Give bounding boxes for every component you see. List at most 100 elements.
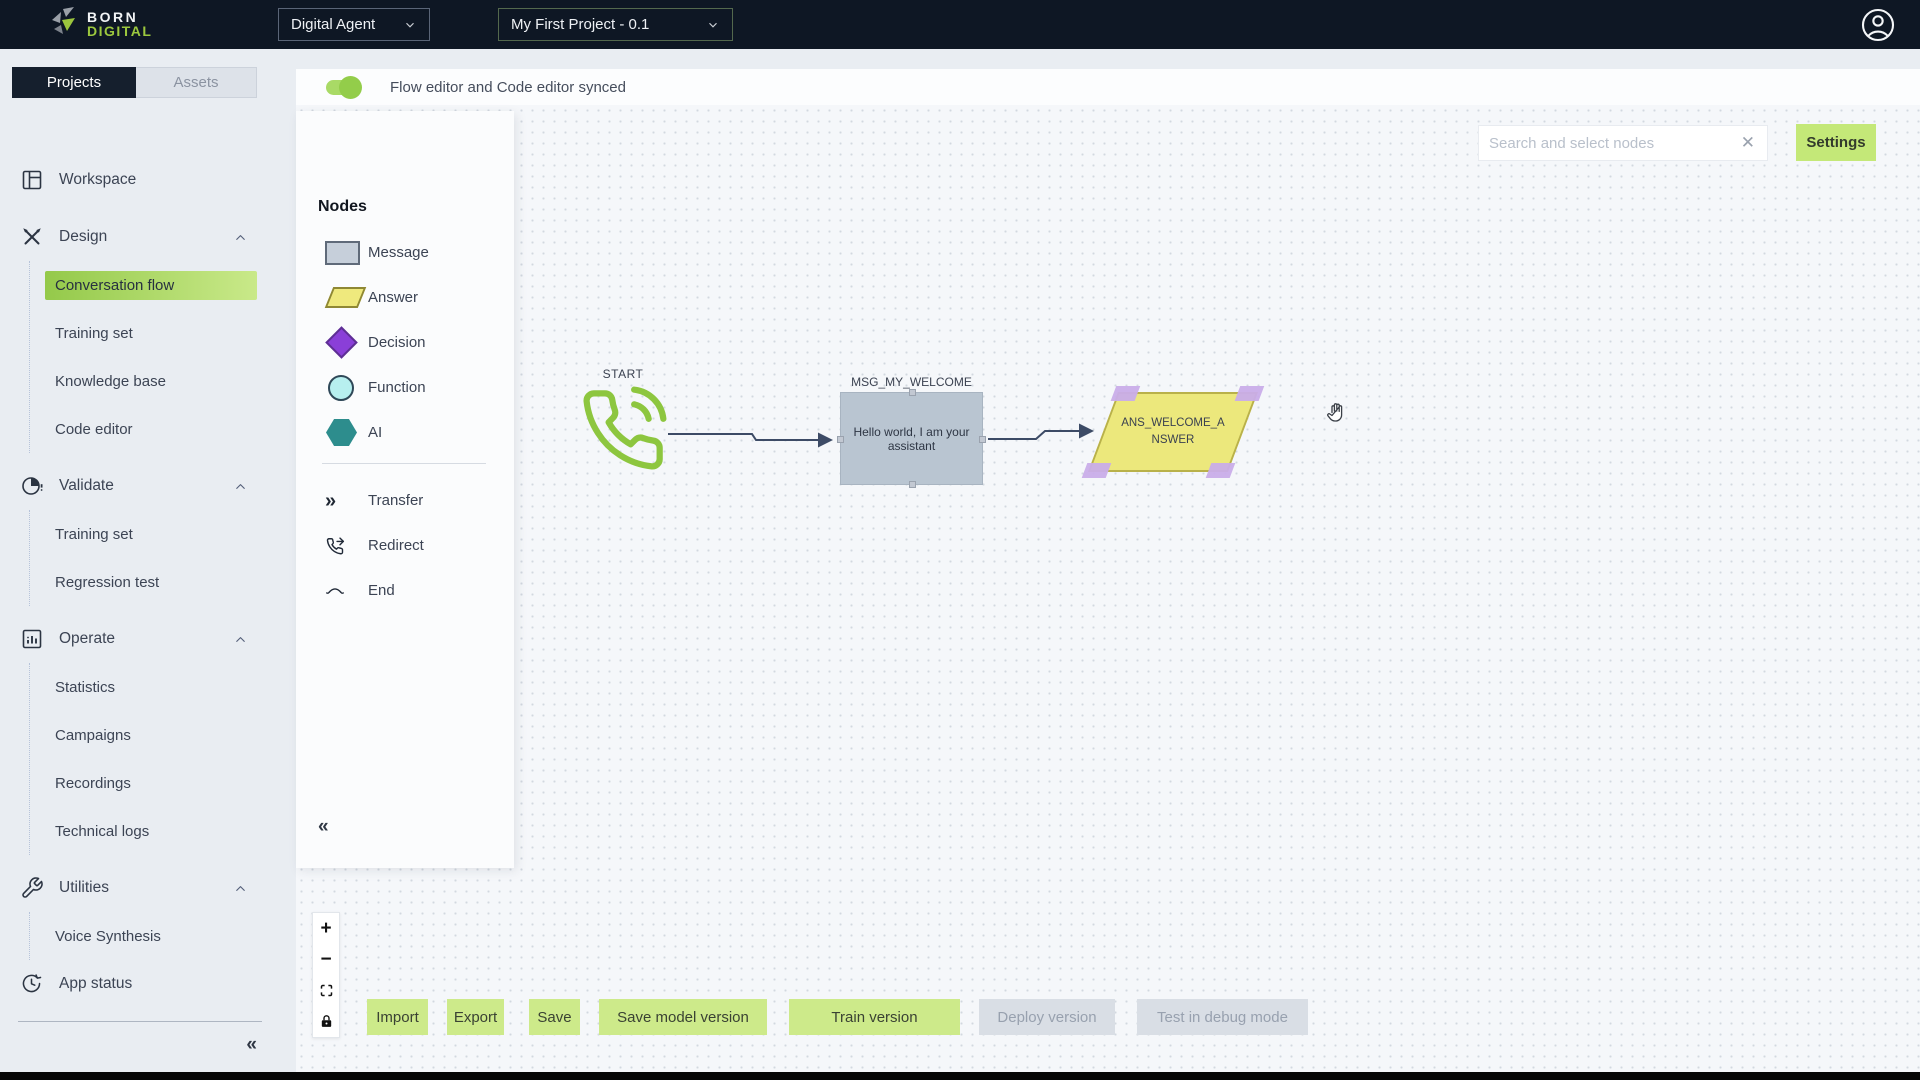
sidebar-item-workspace[interactable]: Workspace — [0, 156, 276, 204]
validate-icon — [20, 474, 44, 498]
palette-node-label: End — [368, 582, 395, 599]
sidebar-item-label: Campaigns — [55, 726, 131, 744]
fit-view-button[interactable] — [313, 975, 339, 1006]
sidebar-item-campaigns[interactable]: Campaigns — [30, 711, 276, 759]
lock-button[interactable] — [313, 1006, 339, 1037]
search-clear-icon[interactable]: ✕ — [1740, 133, 1755, 152]
start-node-label: START — [602, 367, 644, 381]
logo-text-born: BORN — [87, 8, 139, 25]
node-search-input[interactable] — [1489, 134, 1739, 152]
sidebar-collapse-button[interactable]: « — [246, 1034, 256, 1055]
toolbar-button-deploy-version[interactable]: Deploy version — [979, 999, 1115, 1035]
top-bar: BORN DIGITAL Digital Agent My First Proj… — [0, 0, 1920, 49]
sidebar-item-design[interactable]: Design — [0, 213, 276, 261]
toolbar-button-save[interactable]: Save — [529, 999, 580, 1035]
sidebar-item-label: Conversation flow — [45, 270, 257, 300]
toolbar-button-train-version[interactable]: Train version — [789, 999, 960, 1035]
sidebar-item-label: Knowledge base — [55, 372, 166, 390]
settings-button[interactable]: Settings — [1796, 124, 1876, 161]
palette-node-transfer[interactable]: »Transfer — [296, 478, 514, 523]
workspace-icon — [20, 168, 44, 192]
toolbar-button-export[interactable]: Export — [447, 999, 504, 1035]
start-phone-icon — [583, 386, 667, 470]
start-node[interactable]: START — [578, 367, 668, 480]
sidebar-item-voice-synthesis[interactable]: Voice Synthesis — [30, 912, 276, 960]
sidebar-item-code-editor[interactable]: Code editor — [30, 405, 276, 453]
palette-node-label: Answer — [368, 289, 419, 306]
connector-port[interactable] — [909, 481, 916, 488]
sidebar-item-knowledge-base[interactable]: Knowledge base — [30, 357, 276, 405]
palette-node-end[interactable]: End — [296, 568, 514, 613]
flow-canvas[interactable]: ✕ Settings Nodes MessageAnswerDecisionFu… — [296, 105, 1920, 1072]
sidebar-item-app-status[interactable]: App status — [20, 972, 132, 995]
palette-node-decision[interactable]: Decision — [296, 320, 514, 365]
palette-node-label: Redirect — [368, 537, 424, 554]
project-version-value: My First Project - 0.1 — [511, 16, 650, 33]
sidebar-item-training-set[interactable]: Training set — [30, 510, 276, 558]
message-shape-icon — [325, 240, 360, 265]
zoom-in-button[interactable]: + — [320, 917, 332, 939]
sidebar-item-label: Statistics — [55, 678, 116, 696]
message-node[interactable]: Hello world, I am your assistant — [837, 389, 986, 488]
sync-bar: Flow editor and Code editor synced — [296, 69, 1920, 105]
flow-code-sync-toggle[interactable] — [326, 75, 362, 99]
tab-projects[interactable]: Projects — [12, 67, 136, 98]
toolbar-button-import[interactable]: Import — [367, 999, 428, 1035]
chevron-up-icon[interactable] — [233, 881, 248, 896]
sidebar-item-operate[interactable]: Operate — [0, 615, 276, 663]
sidebar-item-label: Design — [59, 228, 108, 245]
toolbar-button-test-in-debug-mode[interactable]: Test in debug mode — [1137, 999, 1308, 1035]
logo-text-digital: DIGITAL — [87, 23, 153, 39]
sidebar-item-label: Recordings — [55, 774, 131, 792]
hand-grab-cursor — [1327, 403, 1343, 422]
chevron-up-icon[interactable] — [233, 230, 248, 245]
message-node-text: Hello world, I am your assistant — [853, 424, 970, 453]
sidebar-item-label: Regression test — [55, 573, 160, 591]
palette-node-ai[interactable]: AI — [296, 410, 514, 455]
connector-port[interactable] — [909, 389, 916, 396]
sidebar-item-training-set[interactable]: Training set — [30, 309, 276, 357]
flow-toolbar: Import Export Save Save model version Train … — [296, 999, 1920, 1035]
palette-node-redirect[interactable]: Redirect — [296, 523, 514, 568]
chevron-up-icon[interactable] — [233, 479, 248, 494]
zoom-out-button[interactable]: − — [320, 948, 332, 970]
sidebar-item-validate[interactable]: Validate — [0, 462, 276, 510]
sidebar-item-conversation-flow[interactable]: Conversation flow — [30, 261, 276, 309]
sidebar-item-utilities[interactable]: Utilities — [0, 864, 276, 912]
palette-node-label: Function — [368, 379, 426, 396]
palette-node-label: Transfer — [368, 492, 424, 509]
sidebar-item-recordings[interactable]: Recordings — [30, 759, 276, 807]
agent-selector-dropdown[interactable]: Digital Agent — [278, 8, 430, 41]
answer-node-selected[interactable]: ANS_WELCOME_ANSWER — [1081, 386, 1265, 478]
sidebar-item-label: Training set — [55, 324, 133, 342]
sidebar-item-technical-logs[interactable]: Technical logs — [30, 807, 276, 855]
toolbar-button-save-model-version[interactable]: Save model version — [599, 999, 767, 1035]
utilities-icon — [20, 876, 44, 900]
sidebar-item-regression-test[interactable]: Regression test — [30, 558, 276, 606]
lock-icon — [321, 1015, 331, 1027]
palette-node-function[interactable]: Function — [296, 365, 514, 410]
main-area: Flow editor and Code editor synced ✕ Set… — [276, 49, 1920, 1072]
connector-port[interactable] — [837, 436, 844, 443]
chevron-up-icon[interactable] — [233, 632, 248, 647]
sidebar-item-label: Code editor — [55, 420, 133, 438]
project-version-dropdown[interactable]: My First Project - 0.1 — [498, 8, 733, 41]
user-avatar-icon[interactable] — [1860, 7, 1896, 43]
fit-view-icon — [320, 984, 332, 997]
sidebar-item-statistics[interactable]: Statistics — [30, 663, 276, 711]
palette-node-message[interactable]: Message — [296, 230, 514, 275]
palette-node-answer[interactable]: Answer — [296, 275, 514, 320]
sidebar-item-label: Voice Synthesis — [55, 927, 161, 945]
tab-assets[interactable]: Assets — [136, 67, 257, 98]
sidebar-item-label: Operate — [59, 630, 116, 647]
sidebar-item-label: Validate — [59, 477, 114, 494]
palette-node-label: Decision — [368, 334, 426, 351]
operate-icon — [20, 627, 44, 651]
connector-port[interactable] — [979, 436, 986, 443]
palette-collapse-button[interactable]: « — [318, 816, 328, 837]
